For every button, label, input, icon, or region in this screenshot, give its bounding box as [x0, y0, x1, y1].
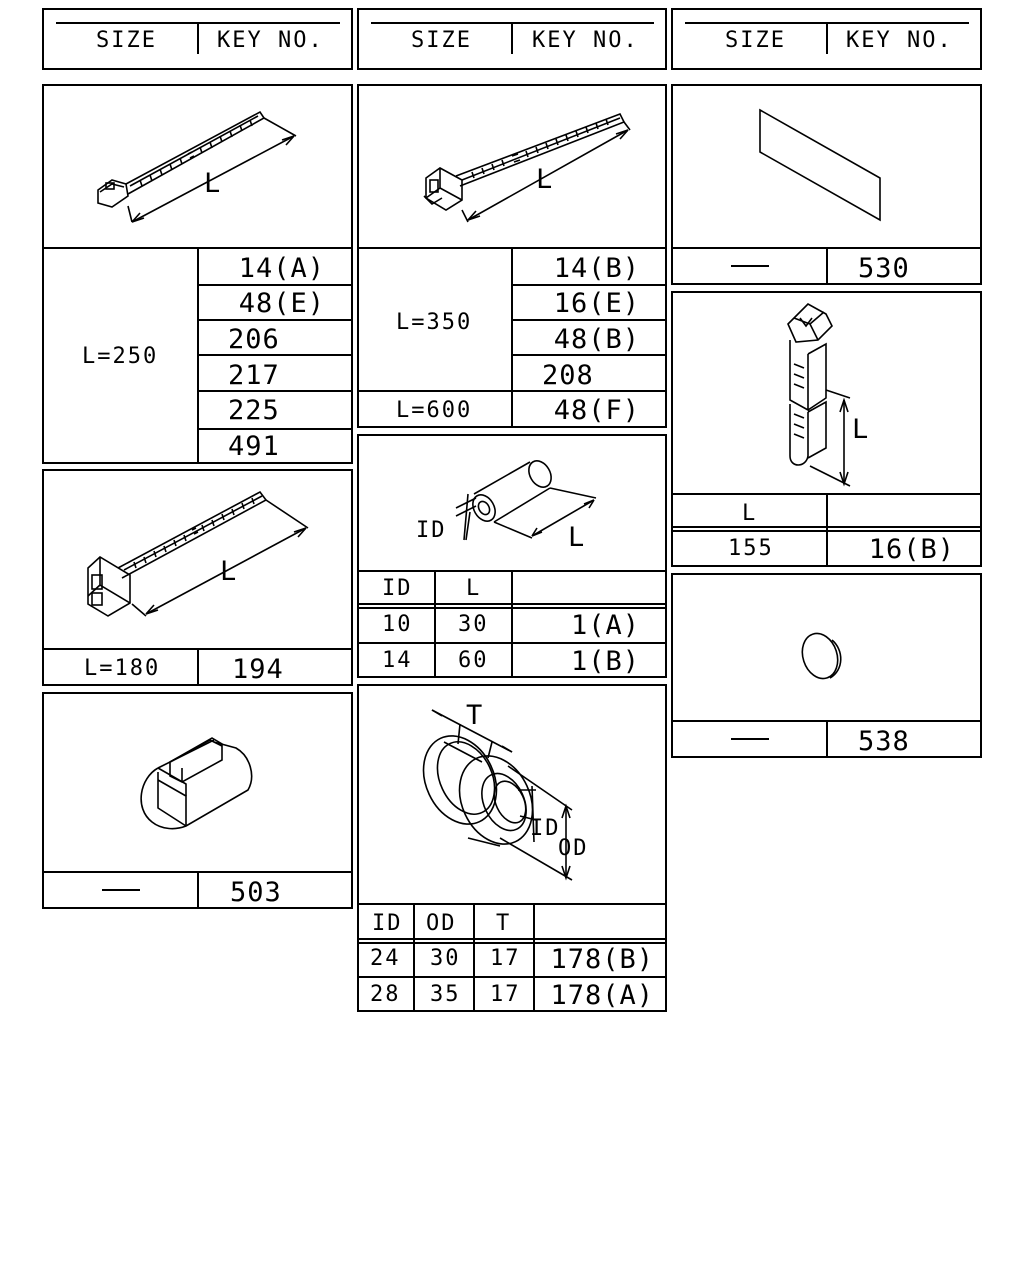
dimension-label: L — [852, 414, 870, 445]
table-cell: 10 — [382, 612, 413, 637]
key-number: 178(A) — [550, 980, 654, 1011]
key-number: 208 — [542, 360, 594, 391]
key-number: 530 — [858, 253, 910, 284]
column-header: L — [742, 501, 758, 526]
dimension-label: T — [466, 700, 484, 731]
key-number: 16(B) — [868, 534, 955, 565]
table-cell: 17 — [490, 982, 521, 1007]
column-header: ID — [382, 576, 413, 601]
size-label: L=180 — [84, 656, 161, 681]
table-cell: 14 — [382, 648, 413, 673]
dimension-label: L — [204, 168, 222, 199]
key-number: 538 — [858, 726, 910, 757]
key-number: 503 — [230, 877, 282, 908]
key-number: 14(A) — [238, 253, 325, 284]
key-number: 217 — [228, 360, 280, 391]
header-size-label: SIZE — [411, 28, 472, 53]
dimension-label: ID — [416, 518, 447, 543]
dimension-label: L — [220, 556, 238, 587]
dimension-label: L — [568, 522, 586, 553]
table-cell: 24 — [370, 946, 401, 971]
key-number: 16(E) — [553, 288, 640, 319]
header-size-label: SIZE — [96, 28, 157, 53]
panel-grommet — [357, 684, 667, 1012]
key-number: 1(B) — [570, 646, 640, 677]
key-number: 48(E) — [238, 288, 325, 319]
key-number: 14(B) — [553, 253, 640, 284]
size-dash — [102, 889, 140, 891]
column-header: ID — [372, 911, 403, 936]
dimension-label: ID — [530, 816, 561, 841]
size-dash — [731, 265, 769, 267]
header-box-1 — [42, 8, 353, 70]
size-label: L=350 — [396, 310, 473, 335]
key-number: 194 — [232, 654, 284, 685]
key-number: 48(B) — [553, 324, 640, 355]
column-header: OD — [426, 911, 457, 936]
header-key-label: KEY NO. — [532, 28, 639, 53]
dimension-label: OD — [558, 836, 589, 861]
header-key-label: KEY NO. — [846, 28, 953, 53]
key-number: 206 — [228, 324, 280, 355]
table-cell: 60 — [458, 648, 489, 673]
size-dash — [731, 738, 769, 740]
header-key-label: KEY NO. — [217, 28, 324, 53]
table-cell: 35 — [430, 982, 461, 1007]
table-cell: 30 — [458, 612, 489, 637]
column-header: L — [466, 576, 482, 601]
key-number: 225 — [228, 395, 280, 426]
dimension-label: L — [536, 164, 554, 195]
table-cell: 17 — [490, 946, 521, 971]
key-number: 491 — [228, 431, 280, 462]
table-cell: 28 — [370, 982, 401, 1007]
key-number: 178(B) — [550, 944, 654, 975]
header-size-label: SIZE — [725, 28, 786, 53]
size-label: L=250 — [82, 344, 159, 369]
column-header: T — [496, 911, 512, 936]
key-number: 1(A) — [570, 610, 640, 641]
size-label: 155 — [728, 536, 774, 561]
size-label: L=600 — [396, 398, 473, 423]
key-number: 48(F) — [553, 395, 640, 426]
table-cell: 30 — [430, 946, 461, 971]
